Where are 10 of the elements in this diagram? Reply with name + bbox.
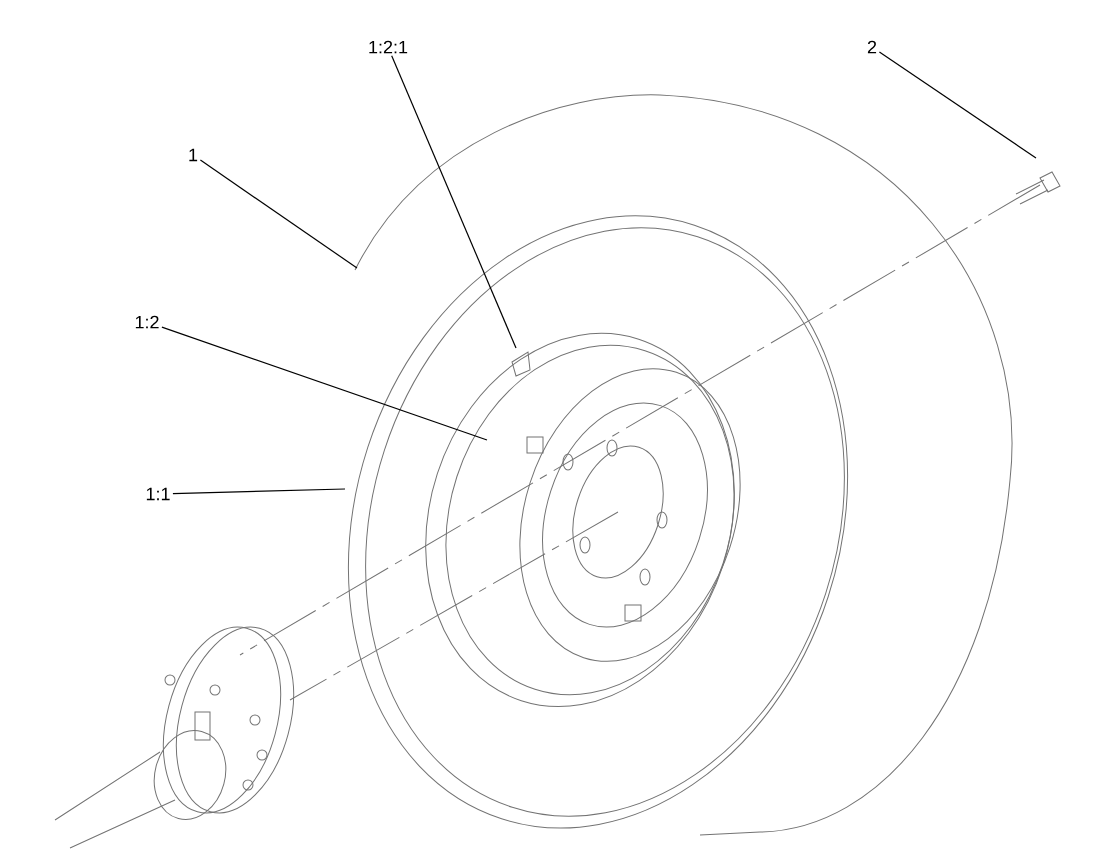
callout-number: 2 bbox=[867, 40, 877, 54]
leader-line bbox=[878, 51, 1037, 159]
leader-line bbox=[199, 159, 358, 269]
callout-number: 1 bbox=[189, 148, 198, 162]
leader-line bbox=[172, 488, 346, 495]
callout-number: 1:1 bbox=[146, 487, 170, 501]
callout-number: 1:2:1 bbox=[369, 40, 408, 54]
leader-line bbox=[391, 55, 517, 349]
leader-line bbox=[161, 326, 488, 441]
callout-number: 1:2 bbox=[135, 315, 159, 329]
